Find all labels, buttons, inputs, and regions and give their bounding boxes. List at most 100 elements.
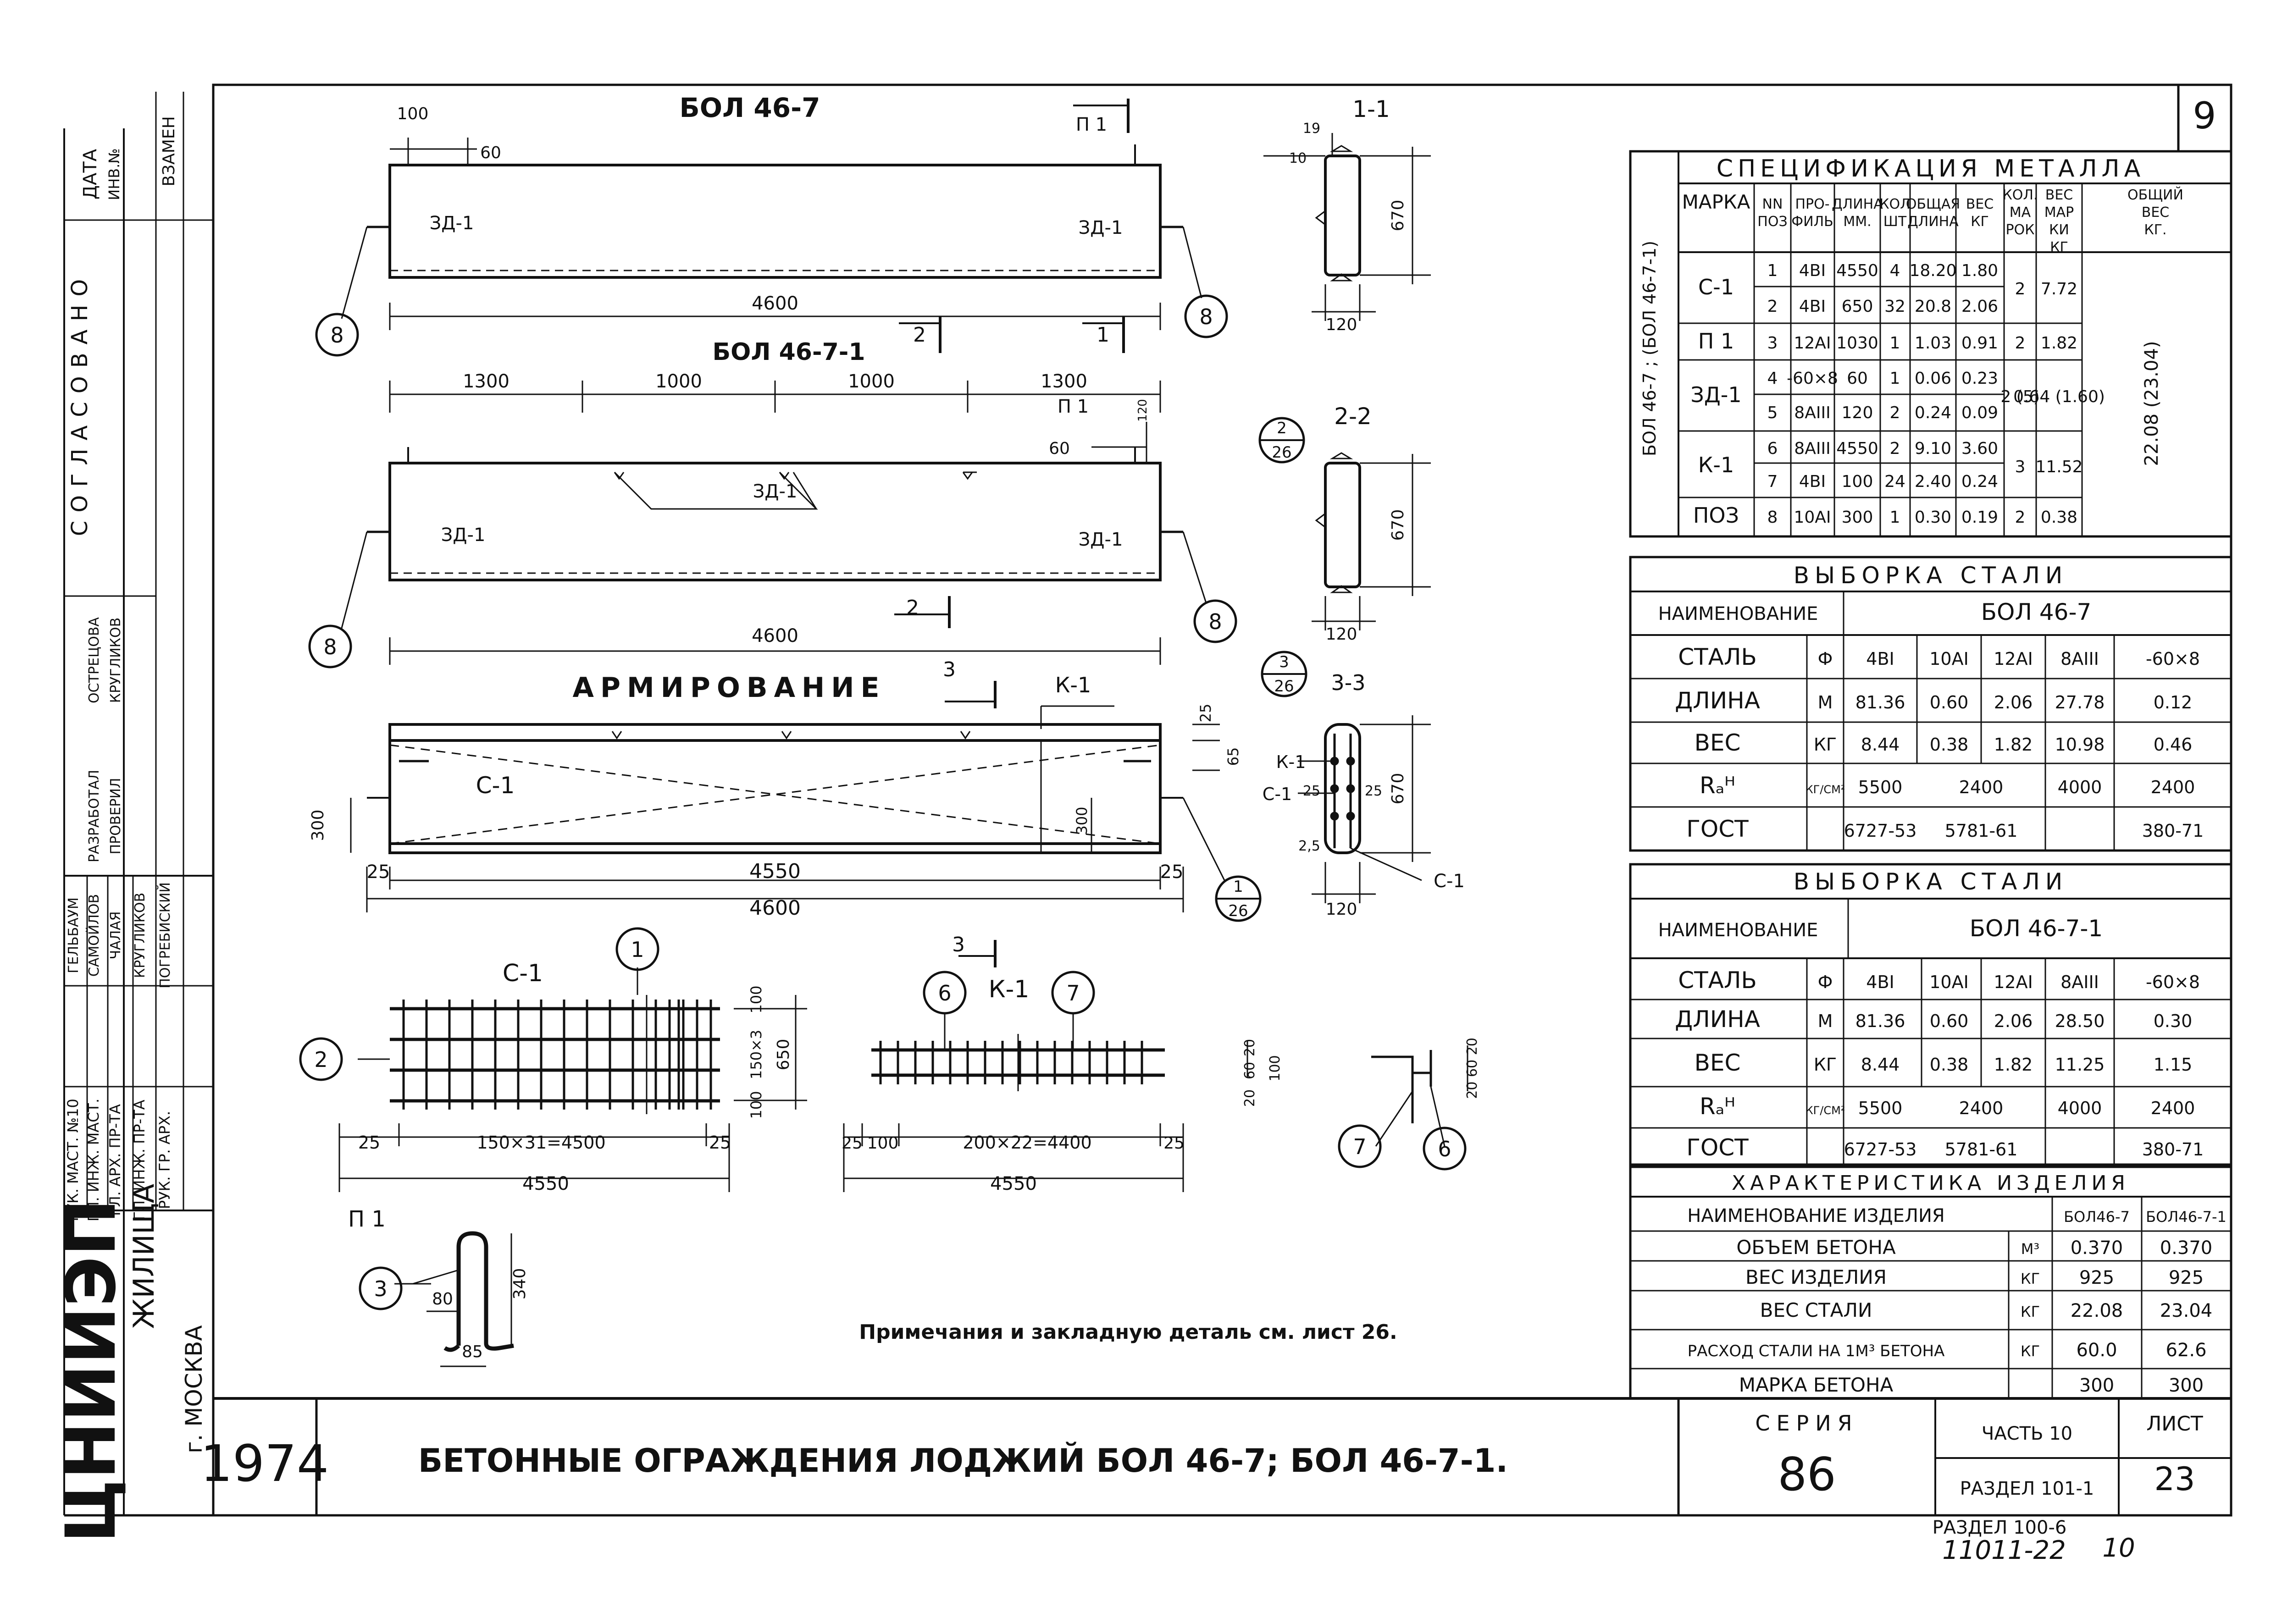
dim-2-5: 2,5 bbox=[1298, 838, 1320, 854]
spec-header-9: ВЕС bbox=[2142, 204, 2169, 221]
dim-670-c: 670 bbox=[1389, 773, 1407, 805]
mesh-c1 bbox=[390, 995, 720, 1114]
spec-cell-3-3: 60 bbox=[1847, 369, 1868, 388]
span-4: 1300 bbox=[1041, 371, 1087, 392]
ref-2-26-bottom: 26 bbox=[1272, 443, 1291, 462]
dim-670-b: 670 bbox=[1389, 509, 1407, 541]
spec-header-8: КГ bbox=[2050, 239, 2068, 255]
dim-mesh-25a: 25 bbox=[358, 1132, 380, 1153]
vyb2-cell-4-2: 6727-53 bbox=[1844, 1139, 1917, 1160]
bar-detail-6-7 bbox=[1371, 1045, 1468, 1146]
dim-120-c: 120 bbox=[1326, 625, 1357, 644]
spec-cell-3-8: 0.64 (1.60) bbox=[2013, 387, 2105, 406]
vyb2-cell-2-5: 11.25 bbox=[2055, 1055, 2105, 1075]
label-c1: С-1 bbox=[476, 772, 515, 799]
sheet-num: 23 bbox=[2154, 1460, 2195, 1498]
dim-frame-60: 60 bbox=[1242, 1062, 1258, 1079]
spec-cell-0-4: 4 bbox=[1890, 261, 1900, 280]
spec-header-9: ОБЩИЙ bbox=[2127, 187, 2183, 203]
spec-total: 22.08 (23.04) bbox=[2141, 341, 2162, 466]
dim-mesh-pitch: 150×31=4500 bbox=[476, 1132, 605, 1153]
label-zd-left-2: ЗД-1 bbox=[441, 525, 486, 546]
spec-cell-6-2: 4ВI bbox=[1799, 472, 1826, 491]
chars-row-label-0: ОБЪЕМ БЕТОНА bbox=[1736, 1236, 1896, 1259]
vyb2-cell-0-0: СТАЛЬ bbox=[1678, 967, 1757, 994]
below-1: РАЗДЕЛ 100-6 bbox=[1933, 1517, 2067, 1538]
spec-cell-2-0: П 1 bbox=[1698, 329, 1734, 354]
vyb1-cell-4-6: 380-71 bbox=[2142, 821, 2204, 841]
spec-cell-7-1: 8 bbox=[1767, 508, 1778, 527]
callout-7 bbox=[1052, 972, 1094, 1013]
chars-header-name: НАИМЕНОВАНИЕ ИЗДЕЛИЯ bbox=[1687, 1205, 1944, 1226]
spec-header-3: ММ. bbox=[1843, 214, 1871, 230]
chars-row-v2-3: 62.6 bbox=[2166, 1340, 2206, 1361]
dim-300-a: 300 bbox=[309, 810, 327, 841]
vyb2-cell-0-6: -60×8 bbox=[2146, 972, 2200, 992]
callout-1 bbox=[617, 928, 658, 970]
vyb1-cell-4-2: 6727-53 bbox=[1844, 821, 1917, 841]
vyb2-cell-0-5: 8АIII bbox=[2060, 972, 2099, 992]
dim-frame-25a: 25 bbox=[842, 1134, 863, 1153]
spec-cell-4-6: 0.09 bbox=[1961, 403, 1998, 422]
dim-4600-b: 4600 bbox=[752, 625, 798, 646]
vyb2-cell-2-1: КГ bbox=[1814, 1055, 1837, 1075]
name2-1: ОСТРЕЦОВА bbox=[86, 617, 102, 703]
label-zd-mid: ЗД-1 bbox=[753, 481, 798, 502]
role2-2: ПРОВЕРИЛ bbox=[108, 778, 124, 855]
chars-row-unit-0: М³ bbox=[2021, 1240, 2039, 1258]
spec-cell-7-2: 10АI bbox=[1794, 508, 1831, 527]
spec-cell-3-6: 0.23 bbox=[1961, 369, 1998, 388]
chars-header-1: БОЛ46-7 bbox=[2064, 1208, 2130, 1226]
section-2-2 bbox=[1312, 453, 1431, 630]
cut-3-bottom: 3 bbox=[952, 933, 965, 956]
below-3: 10 bbox=[2102, 1533, 2135, 1563]
spec-cell-0-7: 2 bbox=[2015, 280, 2026, 298]
vyb1-cell-3-2: 5500 bbox=[1858, 777, 1903, 797]
dim-120-b: 120 bbox=[1136, 399, 1150, 422]
spec-header-8: ВЕС bbox=[2045, 187, 2073, 203]
spec-cell-7-7: 2 bbox=[2015, 508, 2026, 527]
label-zd-left: ЗД-1 bbox=[430, 213, 474, 234]
spec-cell-1-1: 2 bbox=[1767, 297, 1778, 316]
spec-cell-4-1: 5 bbox=[1767, 403, 1778, 422]
spec-header-6: ВЕС bbox=[1966, 196, 1994, 212]
vyb1-cell-4-3: 5781-61 bbox=[1945, 821, 2018, 841]
spec-cell-3-5: 0.06 bbox=[1915, 369, 1951, 388]
bar-p1-title: П 1 bbox=[348, 1206, 386, 1232]
span-2: 1000 bbox=[655, 371, 702, 392]
spec-cell-4-5: 0.24 bbox=[1915, 403, 1951, 422]
label-p1-b: П 1 bbox=[1058, 396, 1089, 417]
spec-cell-4-3: 120 bbox=[1842, 403, 1873, 422]
dim-25-a: 25 bbox=[367, 862, 390, 883]
dim-25-c: 25 bbox=[1197, 704, 1214, 723]
spec-cell-2-8: 1.82 bbox=[2041, 334, 2077, 353]
spec-cell-3-1: 4 bbox=[1767, 369, 1778, 388]
view-title-bol46-7-1: БОЛ 46-7-1 bbox=[712, 338, 865, 366]
vyb1-cell-0-5: 8АIII bbox=[2060, 649, 2099, 669]
vyb1-cell-2-1: КГ bbox=[1814, 735, 1837, 755]
sheet-title: БЕТОННЫЕ ОГРАЖДЕНИЯ ЛОДЖИЙ БОЛ 46-7; БОЛ… bbox=[418, 1442, 1508, 1480]
bar-p1 bbox=[394, 1233, 514, 1366]
dim-25-sec-a: 25 bbox=[1303, 783, 1320, 799]
role-5: РУК. ГР. АРХ. bbox=[156, 1111, 173, 1209]
dim-mesh-25b: 25 bbox=[709, 1132, 731, 1153]
spec-header-3: ДЛИНА bbox=[1832, 196, 1883, 212]
spec-header-9: КГ. bbox=[2144, 222, 2166, 238]
dim-19: 19 bbox=[1303, 121, 1320, 137]
vyb2-cell-3-3: 2400 bbox=[1959, 1098, 2004, 1118]
role-3: ГЛ. АРХ. ПР-ТА bbox=[106, 1104, 124, 1216]
vyb1-cell-1-2: 81.36 bbox=[1855, 692, 1905, 713]
spec-cell-7-4: 1 bbox=[1890, 508, 1900, 527]
chars-row-v2-1: 925 bbox=[2169, 1267, 2204, 1288]
section-3-3 bbox=[1298, 715, 1431, 903]
vyb2-cell-0-4: 12АI bbox=[1994, 972, 2033, 992]
chars-row-v2-4: 300 bbox=[2169, 1375, 2204, 1396]
spec-cell-1-2: 4ВI bbox=[1799, 297, 1826, 316]
vyb2-cell-0-1: Ф bbox=[1818, 972, 1833, 992]
dim-frame-20b: 20 bbox=[1242, 1039, 1258, 1056]
frame-title: К-1 bbox=[989, 976, 1030, 1003]
role2-1: РАЗРАБОТАЛ bbox=[86, 770, 102, 862]
chars-row-v1-3: 60.0 bbox=[2076, 1340, 2117, 1361]
vyb1-cell-0-4: 12АI bbox=[1994, 649, 2033, 669]
dim-4600-c: 4600 bbox=[749, 896, 801, 920]
